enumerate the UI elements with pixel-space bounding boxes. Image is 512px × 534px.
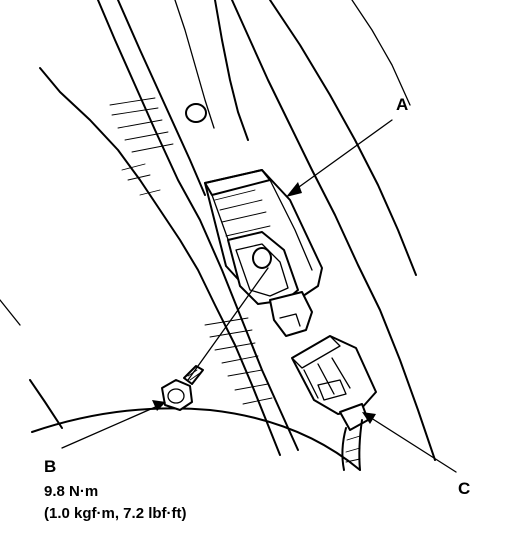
mounting-bolt <box>161 365 204 411</box>
body-panel <box>0 0 436 471</box>
callout-c: C <box>458 479 470 498</box>
sensor-connector <box>291 335 377 471</box>
torque-spec-metric: 9.8 N·m <box>44 483 98 500</box>
leader-arrow-c <box>362 412 376 424</box>
leader-arrow-a <box>286 182 302 197</box>
bolt-alignment-line <box>187 267 269 381</box>
torque-spec-imperial: (1.0 kgf·m, 7.2 lbf·ft) <box>44 505 187 522</box>
callout-a: A <box>396 95 408 114</box>
callout-b: B <box>44 457 56 476</box>
leader-arrow-b <box>152 400 166 411</box>
leader-line-c <box>367 415 457 473</box>
impact-sensor <box>227 231 313 337</box>
leader-line-a <box>291 119 393 193</box>
leader-line-b <box>61 404 161 449</box>
